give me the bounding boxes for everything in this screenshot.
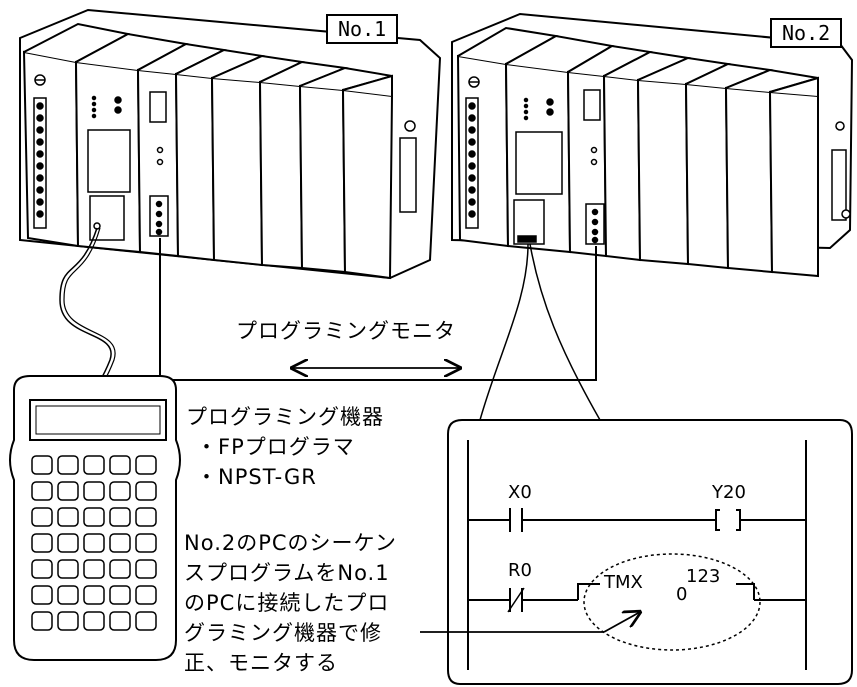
plc-label-no2: No.2 bbox=[770, 18, 843, 48]
ladder-box bbox=[447, 419, 853, 685]
programmer-keypad bbox=[31, 455, 157, 631]
led-row-1 bbox=[91, 95, 97, 119]
description-line-5: 正、モニタする bbox=[184, 651, 338, 675]
description-line-2: スプログラムをNo.1 bbox=[184, 561, 390, 585]
contact-label-x0: X0 bbox=[508, 482, 532, 503]
ladder-diagram bbox=[467, 440, 807, 670]
device-item-fp: ・FPプログラマ bbox=[196, 435, 355, 459]
link-display-1 bbox=[149, 91, 167, 123]
description-line-1: No.2のPCのシーケン bbox=[184, 531, 397, 555]
device-title: プログラミング機器 bbox=[186, 405, 384, 429]
plc-no1 bbox=[19, 8, 442, 280]
plc-no2 bbox=[451, 12, 854, 278]
terminal-dots-2 bbox=[468, 102, 476, 218]
timer-label: TMX bbox=[604, 572, 643, 593]
timer-number: 0 bbox=[676, 584, 688, 605]
monitor-caption: プログラミングモニタ bbox=[236, 319, 456, 343]
description-line-4: グラミング機器で修 bbox=[184, 621, 382, 645]
cpu-cover-2 bbox=[515, 131, 563, 195]
plc-label-no1: No.1 bbox=[326, 14, 399, 44]
cpu-cover-1 bbox=[87, 129, 131, 193]
timer-setting: 123 bbox=[686, 566, 721, 587]
description-line-3: のPCに接続したプロ bbox=[184, 591, 390, 615]
highlight-ellipse bbox=[583, 553, 761, 651]
programmer-cable bbox=[59, 227, 112, 393]
link-display-2 bbox=[583, 89, 601, 121]
coil-y20 bbox=[715, 509, 741, 531]
contact-label-r0: R0 bbox=[508, 560, 532, 581]
power-unit bbox=[22, 50, 80, 248]
led-row-2 bbox=[523, 97, 529, 121]
coil-label-y20: Y20 bbox=[712, 482, 746, 503]
device-item-npst: ・NPST-GR bbox=[196, 465, 317, 489]
link-cable bbox=[159, 238, 597, 381]
terminal-dots-1 bbox=[36, 102, 44, 218]
